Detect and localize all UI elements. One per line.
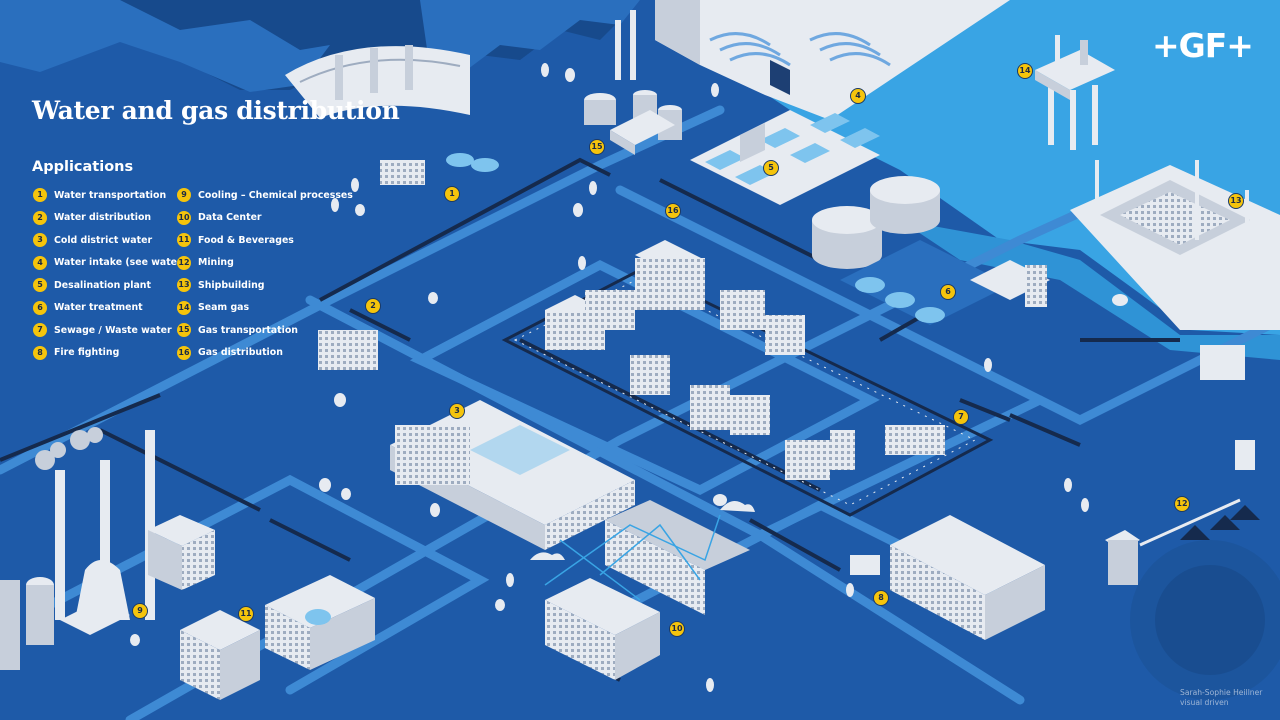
legend-item: 6 Water treatment [33, 297, 186, 320]
legend-label: Mining [198, 257, 234, 269]
legend-number-badge: 2 [33, 210, 47, 225]
legend-number-badge: 9 [177, 188, 191, 203]
applications-heading: Applications [32, 159, 134, 175]
legend-label: Data Center [198, 212, 262, 224]
mountains [0, 0, 640, 95]
legend-number-badge: 7 [33, 323, 47, 338]
city-buildings [318, 153, 1245, 485]
legend-number-badge: 1 [33, 188, 47, 203]
gf-logo: +GF+ [1152, 26, 1254, 65]
credit-author: Sarah-Sophie Heillner [1180, 688, 1263, 697]
legend-column-right: 9 Cooling – Chemical processes 10 Data Cent… [177, 184, 353, 364]
legend-number-badge: 4 [33, 255, 47, 270]
legend-label: Fire fighting [54, 347, 120, 359]
legend-item: 9 Cooling – Chemical processes [177, 184, 353, 207]
legend-number-badge: 6 [33, 300, 47, 315]
illustration-credit: Sarah-Sophie Heillner visual driven [1180, 688, 1262, 707]
shipyard [1070, 160, 1280, 330]
map-marker-7: 7 [953, 409, 969, 425]
legend-item: 5 Desalination plant [33, 274, 186, 297]
water-intake-structure [655, 0, 1010, 120]
map-marker-14: 14 [1017, 63, 1033, 79]
gas-power-plant [584, 10, 682, 155]
legend-number-badge: 11 [177, 233, 191, 248]
legend-item: 11 Food & Beverages [177, 229, 353, 252]
trees [130, 63, 1128, 692]
legend-column-left: 1 Water transportation 2 Water distribution… [33, 184, 186, 364]
legend-label: Desalination plant [54, 279, 151, 291]
food-beverage-plant [180, 575, 375, 700]
legend-number-badge: 15 [177, 323, 191, 338]
legend-label: Cooling – Chemical processes [198, 189, 353, 201]
map-marker-12: 12 [1174, 496, 1190, 512]
credit-agency: visual driven [1180, 697, 1229, 707]
legend-item: 13 Shipbuilding [177, 274, 353, 297]
chemical-plant [0, 427, 215, 670]
water-treatment-plant [840, 240, 1050, 325]
legend-label: Water transportation [54, 189, 167, 201]
legend-number-badge: 10 [177, 210, 191, 225]
legend-label: Food & Beverages [198, 234, 294, 246]
map-marker-15: 15 [589, 139, 605, 155]
legend-item: 16 Gas distribution [177, 342, 353, 365]
legend-label: Sewage / Waste water [54, 324, 172, 336]
legend-item: 1 Water transportation [33, 184, 186, 207]
dam [285, 45, 470, 118]
offshore-rig [1035, 35, 1115, 150]
mining-site [1105, 440, 1280, 700]
map-marker-10: 10 [669, 621, 685, 637]
legend-number-badge: 14 [177, 300, 191, 315]
legend-label: Water treatment [54, 302, 143, 314]
legend-item: 2 Water distribution [33, 207, 186, 230]
map-marker-5: 5 [763, 160, 779, 176]
legend-item: 10 Data Center [177, 207, 353, 230]
legend-number-badge: 5 [33, 278, 47, 293]
legend-number-badge: 16 [177, 345, 191, 360]
legend-item: 4 Water intake (see water) [33, 252, 186, 275]
fire-station-warehouse [850, 515, 1045, 640]
legend-number-badge: 13 [177, 278, 191, 293]
legend-label: Seam gas [198, 302, 250, 314]
legend-item: 14 Seam gas [177, 297, 353, 320]
map-marker-3: 3 [449, 403, 465, 419]
storage-tanks [812, 176, 940, 269]
map-marker-13: 13 [1228, 193, 1244, 209]
legend-item: 7 Sewage / Waste water [33, 319, 186, 342]
map-marker-8: 8 [873, 590, 889, 606]
legend-number-badge: 12 [177, 255, 191, 270]
map-marker-11: 11 [238, 606, 254, 622]
legend-label: Water intake (see water) [54, 257, 186, 269]
legend-label: Cold district water [54, 234, 153, 246]
legend-label: Water distribution [54, 212, 152, 224]
legend-item: 3 Cold district water [33, 229, 186, 252]
legend-label: Gas transportation [198, 324, 298, 336]
legend-number-badge: 8 [33, 345, 47, 360]
map-marker-16: 16 [665, 203, 681, 219]
map-marker-6: 6 [940, 284, 956, 300]
legend-item: 15 Gas transportation [177, 319, 353, 342]
map-marker-9: 9 [132, 603, 148, 619]
page-title: Water and gas distribution [32, 96, 400, 125]
legend-label: Gas distribution [198, 347, 283, 359]
map-marker-2: 2 [365, 298, 381, 314]
data-center [530, 500, 755, 680]
legend-item: 12 Mining [177, 252, 353, 275]
legend-number-badge: 3 [33, 233, 47, 248]
legend-item: 8 Fire fighting [33, 342, 186, 365]
legend-label: Shipbuilding [198, 279, 265, 291]
map-marker-4: 4 [850, 88, 866, 104]
map-marker-1: 1 [444, 186, 460, 202]
applications-legend: 1 Water transportation 2 Water distribution… [33, 184, 353, 364]
